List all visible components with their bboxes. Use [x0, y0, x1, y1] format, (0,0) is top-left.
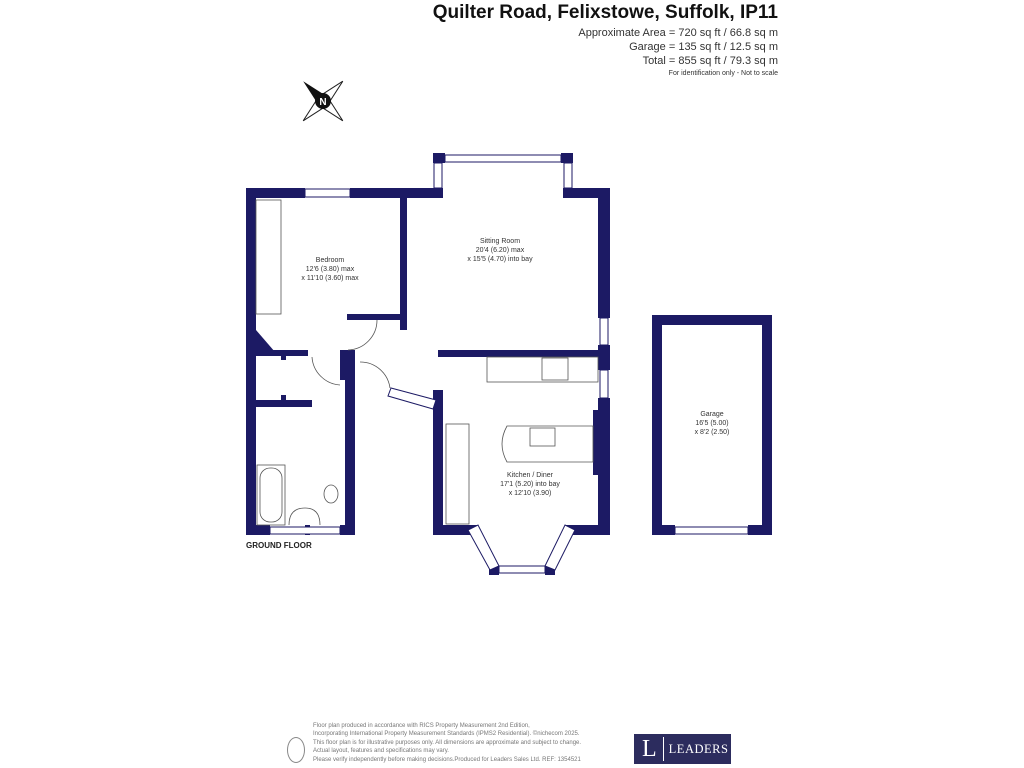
room-name: Garage [700, 411, 724, 418]
compass-north-icon: N [302, 80, 344, 122]
room-dim: 17'1 (5.20) into bay [500, 481, 560, 488]
disclaimer-line: Please verify independently before makin… [313, 756, 581, 763]
area-approx: Approximate Area = 720 sq ft / 66.8 sq m [578, 27, 778, 39]
area-garage: Garage = 135 sq ft / 12.5 sq m [629, 41, 778, 53]
room-label-garage: Garage 16'5 (5.00) x 8'2 (2.50) [695, 410, 730, 437]
logo-word: LEADERS [668, 741, 729, 756]
room-label-bedroom: Bedroom 12'6 (3.80) max x 11'10 (3.60) m… [301, 256, 358, 283]
disclaimer-line: Floor plan produced in accordance with R… [313, 723, 530, 729]
disclaimer: Floor plan produced in accordance with R… [313, 722, 581, 764]
walls [246, 153, 772, 575]
floor-label: GROUND FLOOR [246, 541, 312, 550]
room-label-kitchen-diner: Kitchen / Diner 17'1 (5.20) into bay x 1… [500, 471, 560, 498]
room-name: Bedroom [315, 257, 345, 264]
fixtures [255, 199, 599, 526]
room-dim: 12'6 (3.80) max [305, 266, 355, 273]
disclaimer-line: This floor plan is for illustrative purp… [313, 739, 582, 746]
area-total: Total = 855 sq ft / 79.3 sq m [642, 55, 778, 67]
scale-note: For identification only - Not to scale [668, 70, 778, 77]
room-dim: x 8'2 (2.50) [694, 429, 730, 436]
disclaimer-line: Actual layout, features and specificatio… [313, 748, 449, 755]
disclaimer-line: Incorporating International Property Mea… [313, 731, 580, 738]
room-name: Kitchen / Diner [507, 472, 553, 479]
property-title: Quilter Road, Felixstowe, Suffolk, IP11 [432, 2, 778, 23]
room-dim: x 12'10 (3.90) [508, 490, 552, 497]
compass-label: N [319, 97, 326, 108]
windows [269, 154, 749, 574]
room-label-sitting-room: Sitting Room 20'4 (6.20) max x 15'5 (4.7… [467, 237, 532, 264]
leaders-logo: L LEADERS [634, 734, 731, 764]
room-dim: 16'5 (5.00) [695, 420, 729, 427]
room-dim: x 11'10 (3.60) max [301, 275, 359, 282]
logo-letter: L [634, 737, 664, 761]
person-scale-icon [287, 737, 305, 763]
room-name: Sitting Room [479, 238, 521, 245]
room-dim: x 15'5 (4.70) into bay [467, 256, 533, 263]
room-dim: 20'4 (6.20) max [475, 247, 525, 254]
